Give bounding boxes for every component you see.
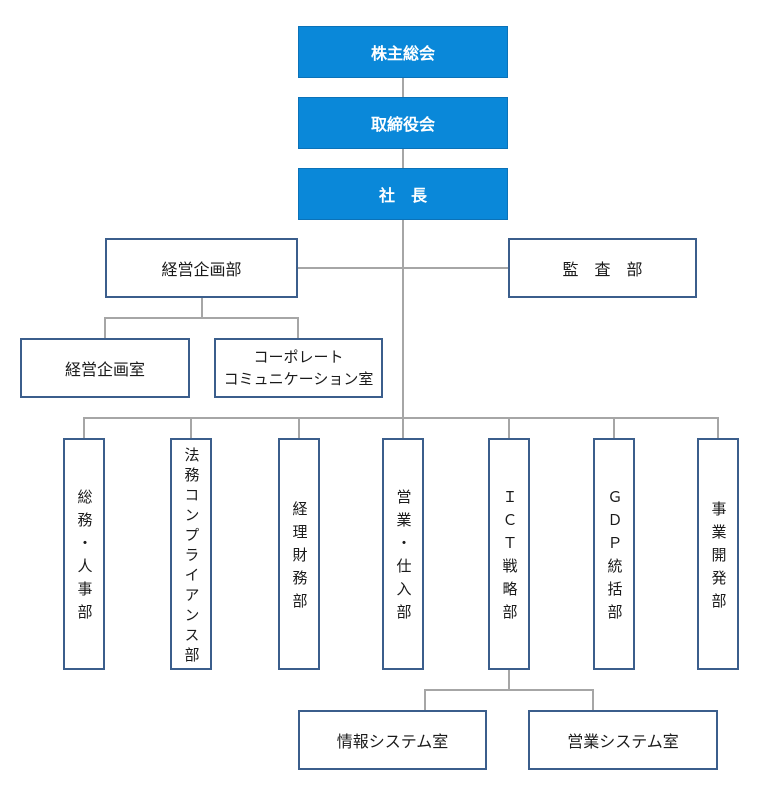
department-box-accounting-finance: 経理財務部 <box>278 438 320 670</box>
department-label: 営業・仕入部 <box>394 489 413 627</box>
department-box-business-development: 事業開発部 <box>697 438 739 670</box>
shareholders-meeting-label: 株主総会 <box>370 44 435 63</box>
department-label: 法務コンプライアンス部 <box>182 446 201 667</box>
board-of-directors-box: 取締役会 <box>298 97 508 149</box>
department-box-general-affairs-hr: 総務・人事部 <box>63 438 105 670</box>
corporate-planning-office-box: 経営企画室 <box>20 338 190 398</box>
board-of-directors-label: 取締役会 <box>370 115 435 134</box>
corporate-planning-office-label: 経営企画室 <box>64 360 145 379</box>
department-label: 総務・人事部 <box>75 489 94 627</box>
corporate-communication-office-label-line1: コーポレート <box>253 348 344 366</box>
audit-dept-label: 監 査 部 <box>562 260 643 279</box>
department-box-gdp: ＧＤＰ統括部 <box>593 438 635 670</box>
shareholders-meeting-box: 株主総会 <box>298 26 508 78</box>
information-systems-office-label: 情報システム室 <box>336 732 449 751</box>
department-label: ＧＤＰ統括部 <box>605 489 624 627</box>
corporate-planning-dept-box: 経営企画部 <box>105 238 298 298</box>
department-label: ＩＣＴ戦略部 <box>500 489 519 627</box>
department-label: 事業開発部 <box>709 500 728 616</box>
corporate-communication-office-box: コーポレート コミュニケーション室 <box>214 338 383 398</box>
president-box: 社 長 <box>298 168 508 220</box>
president-label: 社 長 <box>378 186 427 205</box>
sales-systems-office-box: 営業システム室 <box>528 710 718 770</box>
department-label: 経理財務部 <box>290 500 309 616</box>
information-systems-office-box: 情報システム室 <box>298 710 487 770</box>
corporate-planning-dept-label: 経営企画部 <box>161 260 242 279</box>
audit-dept-box: 監 査 部 <box>508 238 697 298</box>
department-box-ict-strategy: ＩＣＴ戦略部 <box>488 438 530 670</box>
department-box-sales-purchasing: 営業・仕入部 <box>382 438 424 670</box>
sales-systems-office-label: 営業システム室 <box>567 732 679 751</box>
corporate-communication-office-label-line2: コミュニケーション室 <box>223 370 374 388</box>
department-box-legal-compliance: 法務コンプライアンス部 <box>170 438 212 670</box>
